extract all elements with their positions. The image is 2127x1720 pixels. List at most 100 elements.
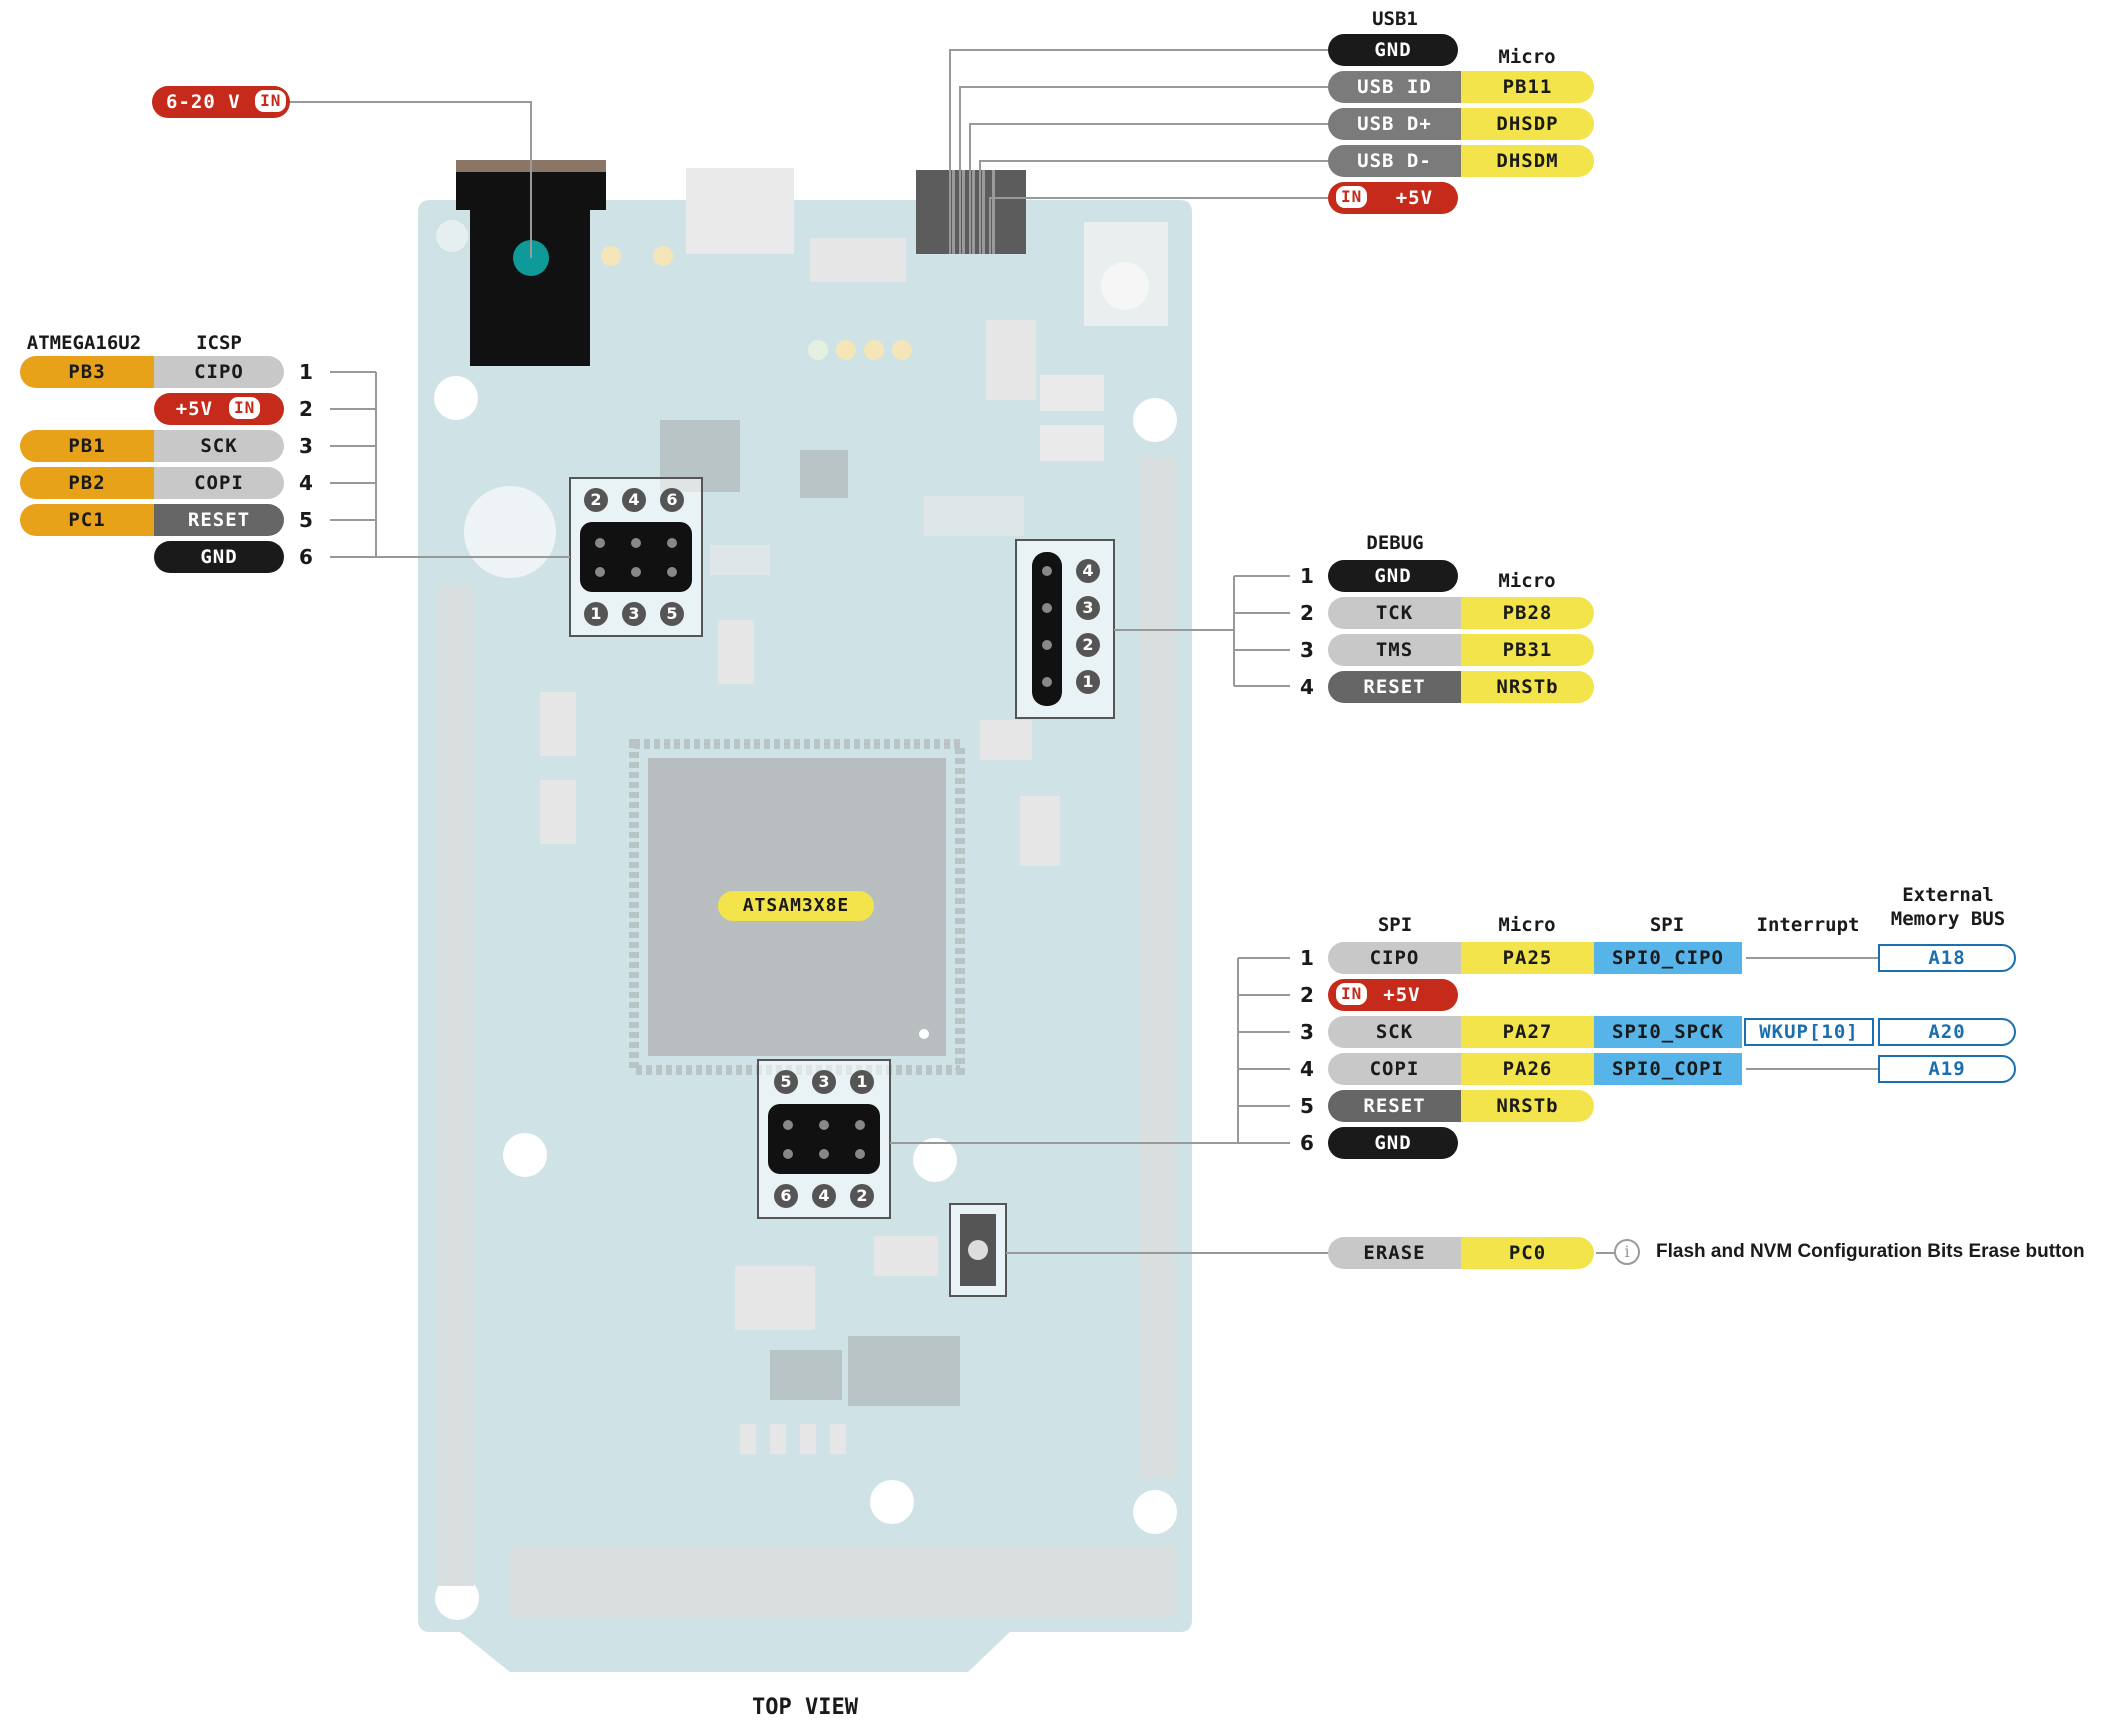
- header-pin-number: 2: [1076, 633, 1100, 657]
- header-pin-number: 6: [660, 488, 684, 512]
- usb-id-pin: USB ID: [1328, 71, 1461, 103]
- icsp-header: ICSP: [196, 332, 242, 354]
- pin-number: 3: [1300, 1020, 1314, 1044]
- spi-5v-pin-in-badge: IN: [1334, 981, 1370, 1007]
- erase-note: Flash and NVM Configuration Bits Erase b…: [1656, 1241, 2085, 1262]
- mount-hole: [503, 1133, 547, 1177]
- spi-interrupt-header: Interrupt: [1756, 914, 1860, 936]
- usb1-micro-header: Micro: [1498, 46, 1556, 68]
- spi-spi-header: SPI: [1649, 914, 1685, 936]
- usb-dhsdm: DHSDM: [1461, 145, 1594, 177]
- chip-dot: [919, 1029, 929, 1039]
- atmega-pin: PC1: [20, 504, 154, 536]
- spi-header: SPI: [1377, 914, 1413, 936]
- mount-hole: [913, 1138, 957, 1182]
- spi-pin: GND: [1328, 1127, 1458, 1159]
- component: [810, 238, 906, 282]
- header-pin-number: 4: [622, 488, 646, 512]
- led: [601, 246, 621, 266]
- spi-micro: NRSTb: [1461, 1090, 1594, 1122]
- icsp-5v-pin-label: +5V: [175, 398, 214, 420]
- header-right: [1140, 458, 1176, 1478]
- debug-pin: TCK: [1328, 597, 1461, 629]
- component: [775, 1266, 815, 1330]
- spi-function: SPI0_CIPO: [1594, 942, 1742, 974]
- usb-gnd-pin: GND: [1328, 34, 1458, 66]
- pin-number: 2: [1300, 983, 1314, 1007]
- component: [770, 1424, 786, 1454]
- component: [1040, 425, 1104, 461]
- pin-number: 1: [1300, 564, 1314, 588]
- icsp-pin: GND: [154, 541, 284, 573]
- header-pin-number: 3: [1076, 596, 1100, 620]
- mount-hole: [1133, 1490, 1177, 1534]
- debug-micro-header: Micro: [1498, 570, 1556, 592]
- led: [892, 340, 912, 360]
- spi-micro: PA27: [1461, 1016, 1594, 1048]
- atmega-pin: PB3: [20, 356, 154, 388]
- icsp-left-body: [580, 522, 692, 592]
- usb-in-badge: IN: [1334, 184, 1370, 210]
- spi-micro: PA26: [1461, 1053, 1594, 1085]
- mount-hole: [435, 1576, 479, 1620]
- connection-lines: [288, 49, 1880, 1254]
- erase-micro: PC0: [1461, 1237, 1594, 1269]
- atmega-pin: PB2: [20, 467, 154, 499]
- info-icon: i: [1614, 1239, 1640, 1265]
- usb-stripe: [972, 170, 975, 254]
- led: [808, 340, 828, 360]
- header-pin-number: 1: [1076, 670, 1100, 694]
- header-pin-number: 4: [1076, 559, 1100, 583]
- usb-dp-pin: USB D+: [1328, 108, 1461, 140]
- component: [830, 1424, 846, 1454]
- component: [1040, 375, 1104, 411]
- header-bottom: [510, 1546, 1176, 1618]
- usb-stripe: [952, 170, 955, 254]
- power-jack-voltage: 6-20 V: [166, 91, 241, 113]
- atmega-pin: PB1: [20, 430, 154, 462]
- debug-micro: NRSTb: [1461, 671, 1594, 703]
- header-pin-number: 1: [584, 602, 608, 626]
- icsp-pin: CIPO: [154, 356, 284, 388]
- spi-micro-header: Micro: [1498, 914, 1556, 936]
- header-pin-number: 6: [774, 1184, 798, 1208]
- pin-number: 1: [1300, 946, 1314, 970]
- led: [653, 246, 673, 266]
- usb-dm-pin: USB D-: [1328, 145, 1461, 177]
- spi-ext-bus: A19: [1878, 1055, 2016, 1083]
- erase-knob: [968, 1240, 988, 1260]
- usb-native: [686, 168, 794, 254]
- spi-micro: PA25: [1461, 942, 1594, 974]
- component: [540, 692, 576, 756]
- debug-pin: RESET: [1328, 671, 1461, 703]
- component: [848, 1336, 960, 1406]
- pin-number: 2: [1300, 601, 1314, 625]
- header-pin-number: 3: [812, 1070, 836, 1094]
- usb-dhsdp: DHSDP: [1461, 108, 1594, 140]
- header-pin-number: 2: [584, 488, 608, 512]
- usb-5v-pin: IN +5V: [1328, 182, 1458, 214]
- spi-ext-bus: A20: [1878, 1018, 2016, 1046]
- erase-name: ERASE: [1328, 1237, 1461, 1269]
- reset-button-cap: [1101, 262, 1149, 310]
- spi-body: [768, 1104, 880, 1174]
- spi-pin: CIPO: [1328, 942, 1461, 974]
- component: [874, 1236, 938, 1276]
- pin-number: 1: [299, 360, 313, 384]
- view-label: TOP VIEW: [752, 1695, 858, 1720]
- component: [800, 450, 848, 498]
- usb-5v-label: +5V: [1395, 187, 1434, 209]
- debug-title: DEBUG: [1366, 532, 1424, 554]
- buzzer: [464, 486, 556, 578]
- debug-pin: GND: [1328, 560, 1458, 592]
- spi-pin: RESET: [1328, 1090, 1461, 1122]
- pin-number: 2: [299, 397, 313, 421]
- mount-hole: [434, 376, 478, 420]
- component: [980, 720, 1032, 760]
- mount-hole: [870, 1480, 914, 1524]
- component: [986, 320, 1036, 400]
- pin-number: 5: [299, 508, 313, 532]
- icsp-pin: SCK: [154, 430, 284, 462]
- component: [800, 1424, 816, 1454]
